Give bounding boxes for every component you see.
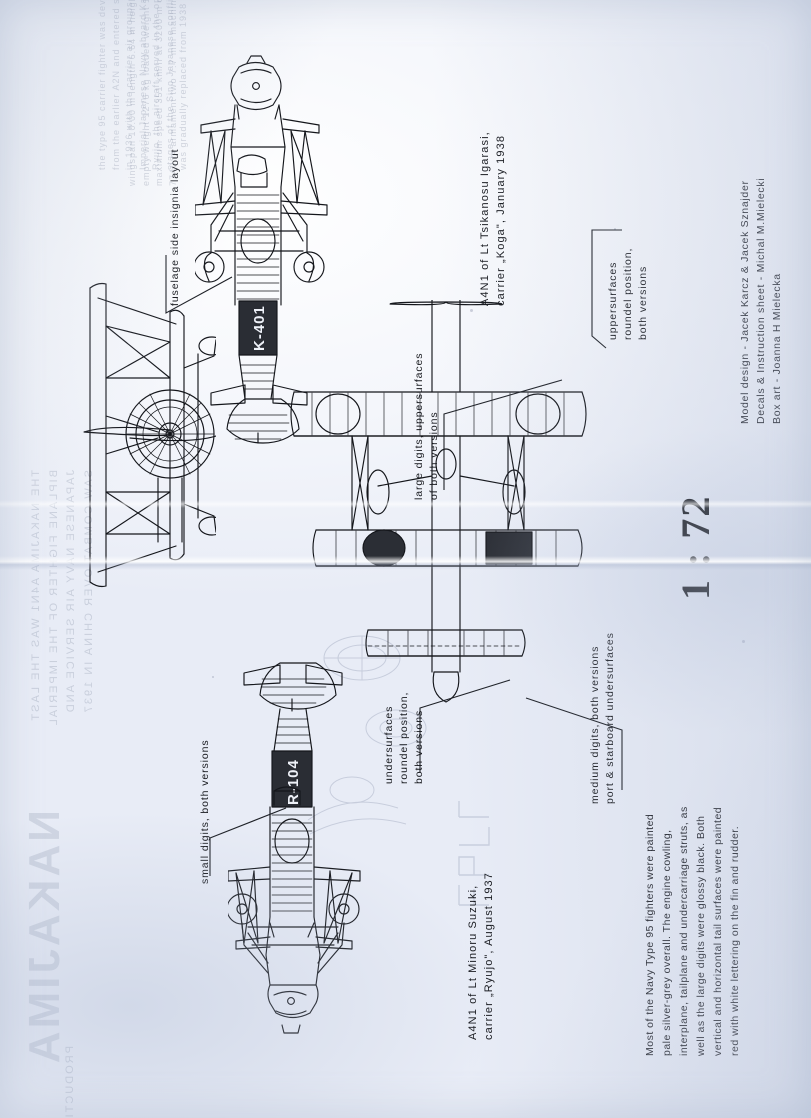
aircraft-side-view-kaga: K-401	[195, 55, 375, 445]
callout-small-digits: small digits, both versions	[199, 739, 211, 884]
ghost-reverse-lettering	[458, 801, 490, 906]
scan-speck	[614, 228, 616, 230]
callout-uppersurfaces-roundel: uppersurfaces roundel position, both ver…	[607, 247, 649, 340]
aircraft-front-view	[66, 282, 216, 752]
callout-medium-digits: medium digits, both versions port & star…	[589, 632, 616, 804]
aircraft-side-view-ryujo: R-104	[228, 655, 408, 1055]
credit-box-art: Box art - Joanna H Mielecka	[771, 273, 783, 424]
caption-kaga: A4N1 of Lt Tsikanosu Igarasi, carrier „K…	[479, 131, 507, 306]
svg-text:R-104: R-104	[285, 759, 302, 805]
callout-undersurfaces-roundel: undersurfaces roundel position, both ver…	[383, 691, 425, 784]
credit-decals-instructions: Decals & Instruction sheet - Michal M.Mi…	[755, 177, 767, 424]
caption-ryujo: A4N1 of Lt Minoru Suzuki, carrier „Ryujo…	[467, 872, 495, 1040]
callout-fuselage-side: fuselage side insignia layout	[169, 148, 181, 306]
ghost-bleed-title: NAKAJIMA	[20, 810, 69, 1067]
scale-marking: 1 : 72	[673, 494, 718, 600]
scan-speck	[742, 640, 745, 643]
scan-speck	[470, 309, 473, 312]
credit-model-design: Model design - Jacek Karcz & Jacek Sznaj…	[739, 180, 751, 424]
ghost-bleed-text-left2: PRODUCTION OF THE TYPE 95 CARRIER FIGHTE…	[62, 1046, 80, 1118]
svg-text:K-401: K-401	[251, 305, 268, 351]
callout-large-digits: large digits, uppersurfaces of both vers…	[413, 352, 440, 500]
painting-notes-paragraph: Most of the Navy Type 95 fighters were p…	[644, 806, 741, 1056]
scan-speck	[212, 676, 214, 678]
